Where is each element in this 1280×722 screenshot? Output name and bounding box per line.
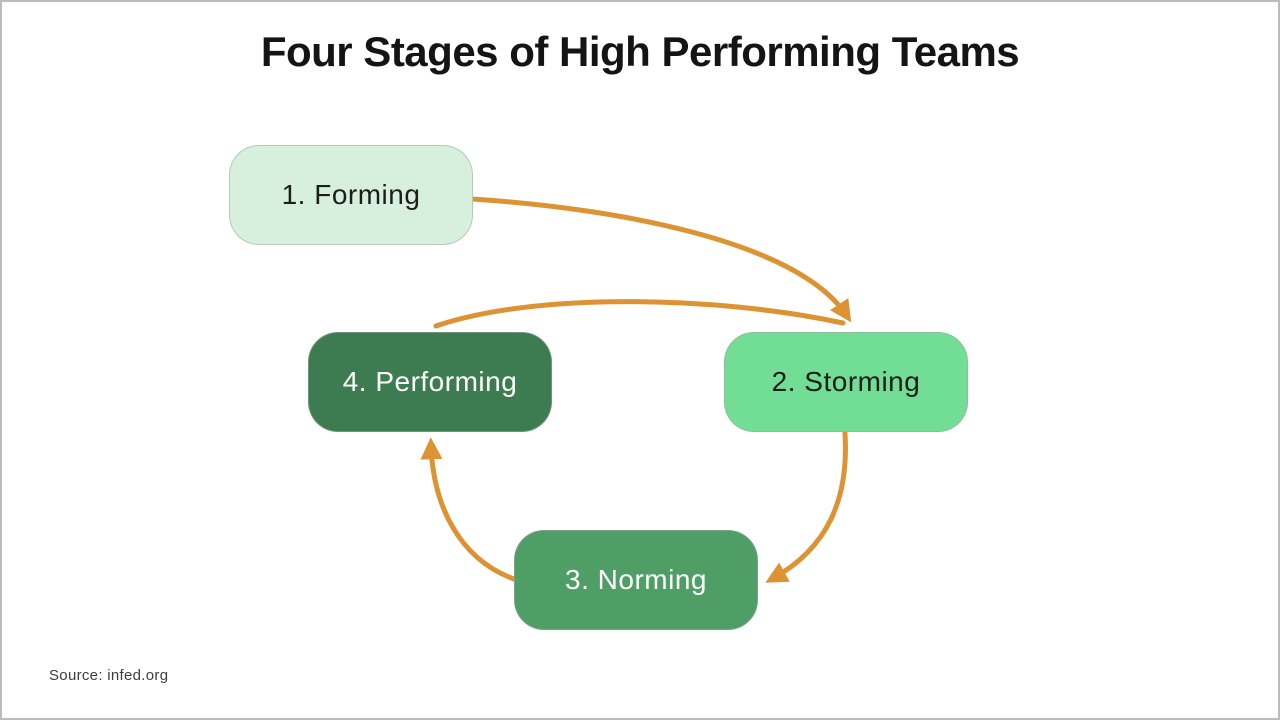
- node-norming: 3. Norming: [514, 530, 758, 630]
- node-forming-label: 1. Forming: [281, 179, 421, 210]
- arrow-performing-to-storming: [433, 299, 846, 329]
- node-performing-label: 4. Performing: [342, 366, 518, 397]
- node-storming: 2. Storming: [724, 332, 968, 432]
- node-storming-label: 2. Storming: [771, 366, 921, 397]
- node-forming: 1. Forming: [229, 145, 473, 245]
- arrow-norming-to-performing: [420, 437, 517, 582]
- node-norming-label: 3. Norming: [565, 564, 707, 595]
- node-performing: 4. Performing: [308, 332, 552, 432]
- arrow-storming-to-norming: [765, 430, 848, 583]
- page-title: Four Stages of High Performing Teams: [260, 28, 1020, 75]
- source-caption: Source: infed.org: [49, 667, 169, 684]
- arrow-forming-to-storming: [469, 196, 852, 323]
